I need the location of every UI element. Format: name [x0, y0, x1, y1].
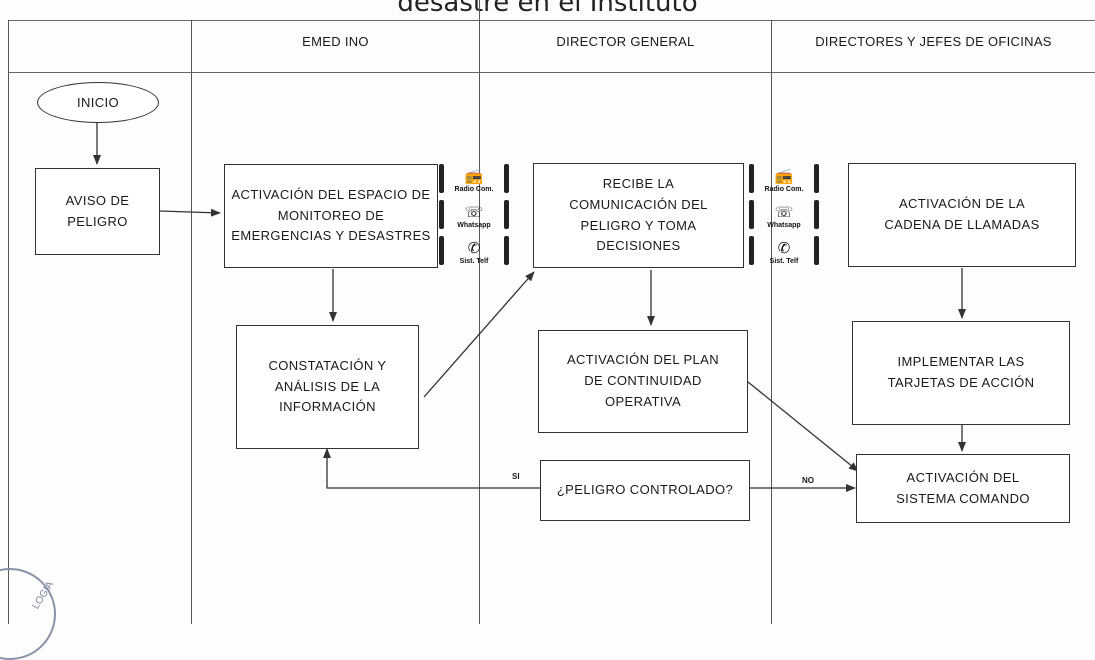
plan-continuidad-node: ACTIVACIÓN DEL PLAN DE CONTINUIDAD OPERA… — [538, 330, 748, 433]
connector-layer — [93, 121, 966, 492]
diagram-title: desastre en el Instituto — [397, 0, 698, 18]
header-top-line — [8, 20, 1095, 21]
aviso-peligro-node: AVISO DE PELIGRO — [35, 168, 160, 255]
header-bottom-line — [8, 72, 1095, 73]
radio-channel: 📻 Radio Com. — [439, 163, 509, 194]
edge-plan-sistema — [747, 381, 859, 472]
recibe-comunicacion-node: RECIBE LA COMUNICACIÓN DEL PELIGRO Y TOM… — [533, 163, 744, 268]
phone-icon: ✆ — [467, 240, 481, 257]
edge-constatacion-recibe — [423, 271, 535, 398]
radio-icon: 📻 — [464, 168, 484, 185]
lane-divider — [479, 0, 480, 624]
lane-divider — [191, 20, 192, 624]
whatsapp-icon: ☏ — [774, 204, 794, 221]
whatsapp-channel: ☏ Whatsapp — [749, 199, 819, 230]
lane-divider — [771, 20, 772, 624]
cadena-llamadas-node: ACTIVACIÓN DE LA CADENA DE LLAMADAS — [848, 163, 1076, 267]
lane-header-director: DIRECTOR GENERAL — [556, 34, 695, 49]
activacion-espacio-node: ACTIVACIÓN DEL ESPACIO DE MONITOREO DE E… — [224, 164, 438, 268]
sistema-comando-node: ACTIVACIÓN DEL SISTEMA COMANDO — [856, 454, 1070, 523]
edge-label-no: NO — [802, 476, 814, 485]
lane-divider — [8, 20, 9, 624]
edge-label-si: SI — [512, 472, 520, 481]
phone-icon: ✆ — [777, 240, 791, 257]
peligro-controlado-decision: ¿PELIGRO CONTROLADO? — [540, 460, 750, 521]
tarjetas-accion-node: IMPLEMENTAR LAS TARJETAS DE ACCIÓN — [852, 321, 1070, 425]
radio-icon: 📻 — [774, 168, 794, 185]
constatacion-node: CONSTATACIÓN Y ANÁLISIS DE LA INFORMACIÓ… — [236, 325, 419, 449]
phone-channel: ✆ Sist. Telf — [749, 235, 819, 266]
start-node: INICIO — [37, 82, 159, 123]
whatsapp-channel: ☏ Whatsapp — [439, 199, 509, 230]
edge-aviso-activacion — [159, 208, 221, 217]
edge-peligro-si — [323, 448, 540, 489]
lane-header-emed: EMED INO — [302, 34, 369, 49]
radio-channel: 📻 Radio Com. — [749, 163, 819, 194]
phone-channel: ✆ Sist. Telf — [439, 235, 509, 266]
lane-header-directores: DIRECTORES Y JEFES DE OFICINAS — [815, 34, 1052, 49]
whatsapp-icon: ☏ — [464, 204, 484, 221]
